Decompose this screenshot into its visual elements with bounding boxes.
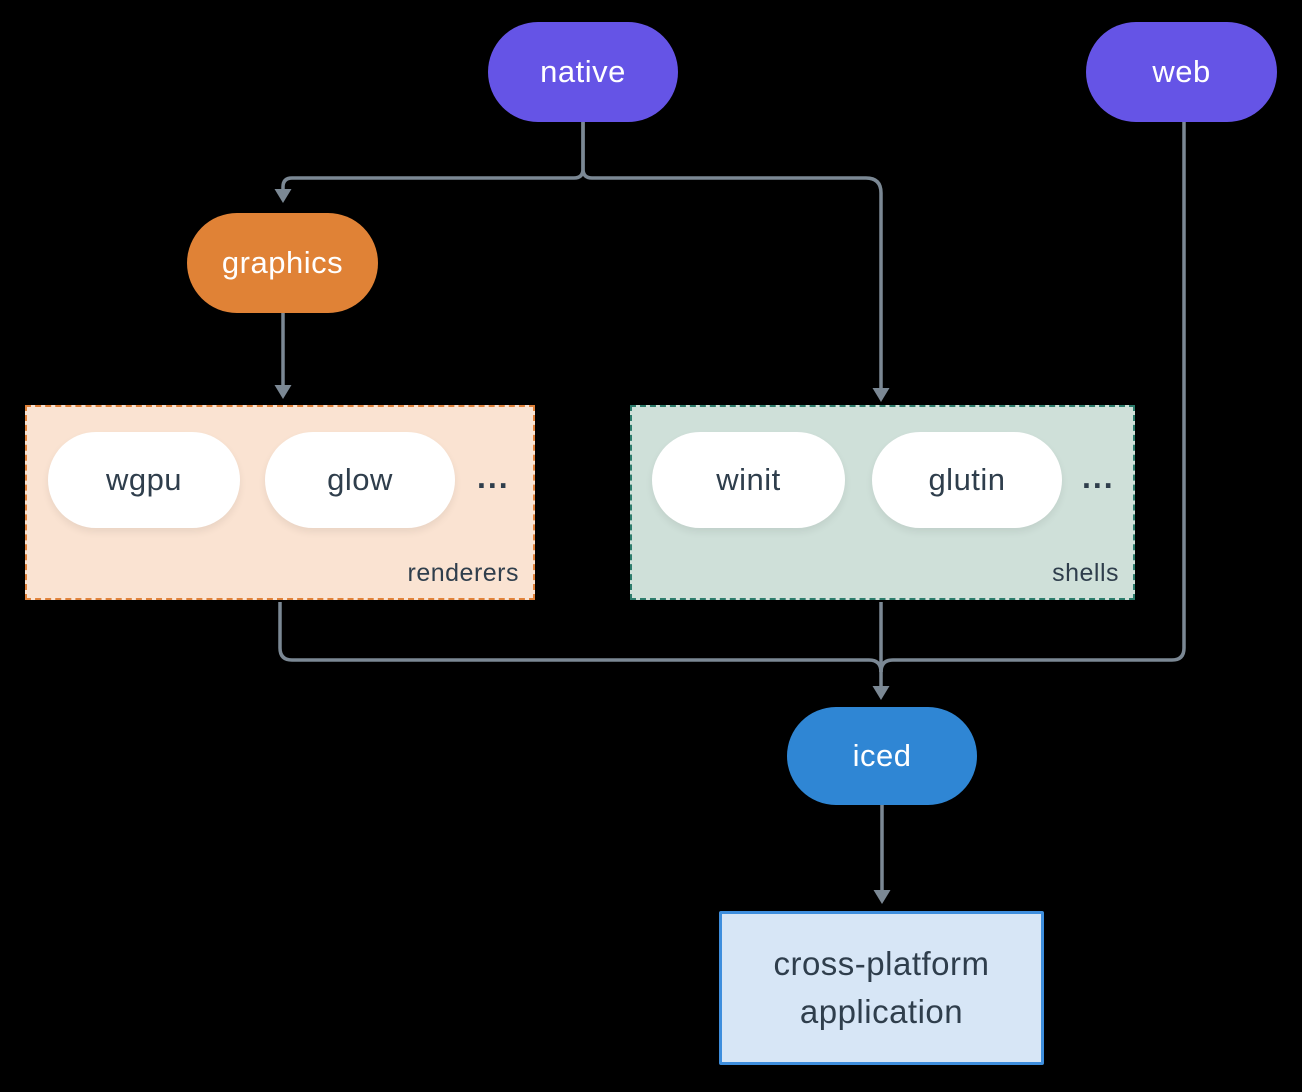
renderers-group-label: renderers (407, 559, 519, 587)
application-label-line2: application (799, 993, 964, 1030)
shells-group-label: shells (1052, 559, 1119, 587)
arrowhead-application (873, 890, 891, 904)
node-wgpu: wgpu (48, 432, 240, 528)
node-web: web (1086, 22, 1277, 122)
node-graphics: graphics (187, 213, 378, 313)
arrowhead-iced (872, 686, 890, 700)
node-glow: glow (265, 432, 455, 528)
node-winit: winit (652, 432, 845, 528)
arrowhead-graphics (274, 189, 292, 203)
node-native: native (488, 22, 678, 122)
shells-ellipsis: ... (1082, 459, 1115, 495)
node-cross-platform-application: cross-platform application (719, 911, 1044, 1065)
edge-native-shells (581, 122, 883, 389)
renderers-ellipsis: ... (477, 459, 510, 495)
edge-renderers-iced (278, 602, 883, 673)
arrowhead-renderers (274, 385, 292, 399)
arrowhead-shells (872, 388, 890, 402)
application-label-line1: cross-platform (773, 945, 990, 982)
node-iced: iced (787, 707, 977, 805)
group-renderers: wgpu glow ... renderers (25, 405, 535, 600)
node-glutin: glutin (872, 432, 1062, 528)
group-shells: winit glutin ... shells (630, 405, 1135, 600)
edge-native-graphics (281, 122, 585, 190)
